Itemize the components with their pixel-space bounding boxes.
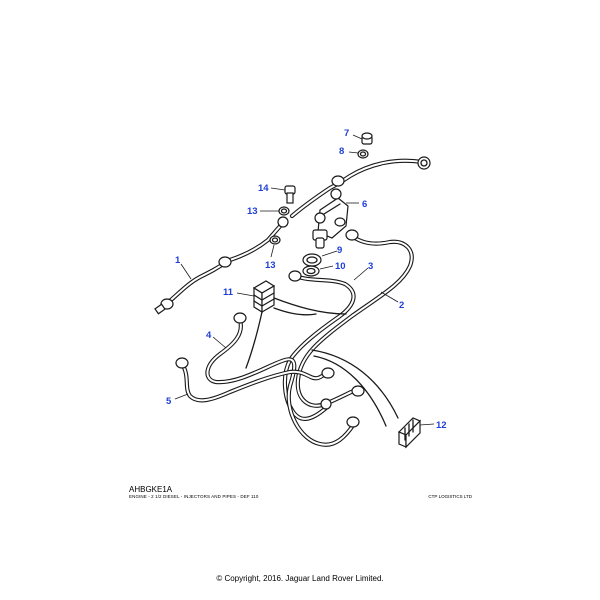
callout-4: 4 xyxy=(206,330,212,341)
callout-9: 9 xyxy=(337,245,342,256)
callout-10: 10 xyxy=(335,261,346,272)
clamp-guide-lines xyxy=(245,297,399,427)
callout-5: 5 xyxy=(166,396,172,407)
injector-pipe-4 xyxy=(205,312,360,447)
injector-fitting-6 xyxy=(312,175,349,249)
banjo-bolt-7 xyxy=(361,132,373,145)
callout-2: 2 xyxy=(399,300,404,311)
injector-pipe-5 xyxy=(175,357,335,403)
copyright-notice: © Copyright, 2016. Jaguar Land Rover Lim… xyxy=(216,574,384,583)
callout-11: 11 xyxy=(223,287,234,298)
washer-13-upper xyxy=(278,206,290,216)
vendor-label: CTP LOGISTICS LTD xyxy=(428,494,472,499)
washer-10 xyxy=(302,265,320,277)
callout-14: 14 xyxy=(258,183,269,194)
injector-pipe-3 xyxy=(282,270,356,421)
callout-13-lower: 13 xyxy=(265,260,276,271)
callout-7: 7 xyxy=(344,128,349,139)
washer-8 xyxy=(357,149,369,159)
callout-1: 1 xyxy=(175,255,181,266)
washer-13-lower xyxy=(269,235,281,245)
callout-6: 6 xyxy=(362,199,367,210)
leader-lines xyxy=(174,134,435,426)
bolt-14 xyxy=(284,185,296,204)
diagram-caption: ENGINE - 2 1/2 DIESEL - INJECTORS AND PI… xyxy=(129,494,259,499)
clamp-12 xyxy=(397,417,422,449)
diagram-code: AHBGKE1A xyxy=(129,485,173,494)
callout-8: 8 xyxy=(339,146,344,157)
callout-3: 3 xyxy=(368,261,373,272)
seal-9 xyxy=(302,253,322,267)
callout-13-upper: 13 xyxy=(247,206,258,217)
clamp-11 xyxy=(252,280,276,314)
callout-12: 12 xyxy=(436,420,447,431)
